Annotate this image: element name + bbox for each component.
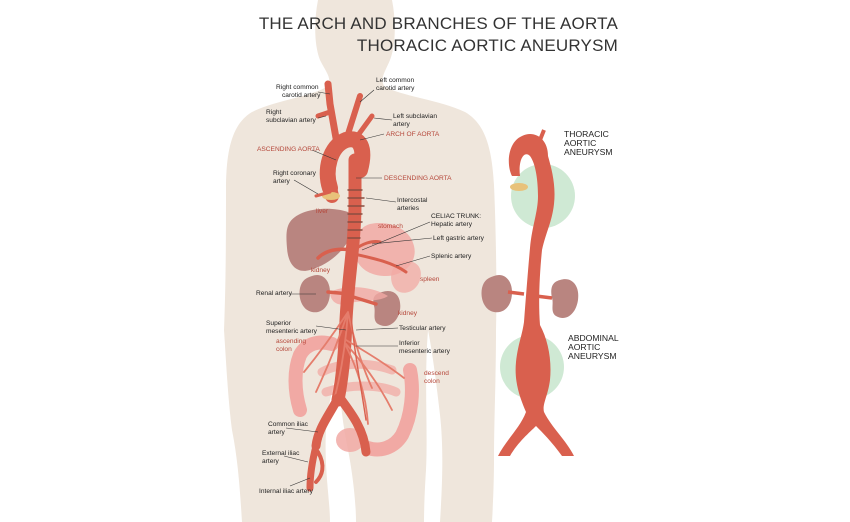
descending-colon	[361, 363, 419, 457]
label-common-iliac-2: artery	[268, 429, 286, 436]
label-descend-colon-1: descend	[424, 370, 449, 377]
title-line-1: THE ARCH AND BRANCHES OF THE AORTA	[258, 14, 618, 33]
kidney-right-of-aorta	[373, 290, 401, 327]
label-superior-mesenteric-2: mesenteric artery	[266, 328, 318, 335]
label-thoracic-aneurysm-2: AORTIC	[564, 138, 596, 148]
label-left-subclavian-2: artery	[393, 121, 411, 128]
label-right-subclavian-1: Right	[266, 109, 282, 116]
label-celiac-trunk-2: Hepatic artery	[431, 221, 473, 228]
label-superior-mesenteric-1: Superior	[266, 320, 292, 327]
label-renal: Renal artery	[256, 290, 293, 297]
label-thoracic-aneurysm-1: THORACIC	[564, 129, 609, 139]
label-kidney-left-side: kidney	[311, 267, 331, 274]
liver-shape	[286, 208, 355, 271]
kidney-fig2-right	[551, 279, 579, 319]
label-thoracic-aneurysm-3: ANEURYSM	[564, 147, 613, 157]
label-inferior-mesenteric-2: mesenteric artery	[399, 348, 451, 355]
label-right-coronary-1: Right coronary	[273, 170, 317, 177]
label-ascending-aorta: ASCENDING AORTA	[257, 146, 320, 153]
label-stomach: stomach	[378, 223, 403, 230]
label-abdominal-aneurysm-3: ANEURYSM	[568, 351, 617, 361]
label-testicular: Testicular artery	[399, 325, 446, 332]
label-spleen: spleen	[420, 276, 440, 283]
label-splenic: Splenic artery	[431, 253, 472, 260]
leader-lines	[283, 89, 433, 487]
aneurysm-aorta	[498, 134, 574, 456]
label-right-common-carotid-2: carotid artery	[282, 92, 321, 99]
label-common-iliac-1: Common iliac	[268, 421, 309, 428]
label-external-iliac-2: artery	[262, 458, 280, 465]
label-celiac-trunk-1: CELIAC TRUNK:	[431, 213, 481, 220]
label-intercostal-1: Intercostal	[397, 197, 428, 204]
label-abdominal-aneurysm-2: AORTIC	[568, 342, 600, 352]
labels: Right common carotid artery Left common …	[256, 77, 619, 495]
label-arch-of-aorta: ARCH OF AORTA	[386, 131, 440, 138]
kidney-left-of-aorta	[299, 274, 330, 313]
label-descending-aorta: DESCENDING AORTA	[384, 175, 452, 182]
label-liver: liver	[316, 208, 329, 215]
ascending-colon	[288, 335, 339, 417]
common-iliac-right	[335, 393, 371, 457]
label-intercostal-2: arteries	[397, 205, 420, 212]
aorta-tree	[303, 80, 408, 492]
label-ascending-colon-2: colon	[276, 346, 292, 353]
label-right-subclavian-2: subclavian artery	[266, 117, 317, 124]
label-right-common-carotid-1: Right common	[276, 84, 319, 91]
aortic-arch	[319, 131, 371, 196]
label-internal-iliac: Internal iliac artery	[259, 488, 314, 495]
label-left-common-carotid-2: carotid artery	[376, 85, 415, 92]
label-left-gastric: Left gastric artery	[433, 235, 485, 242]
aneurysm-figure	[481, 129, 579, 456]
title-line-2: THORACIC AORTIC ANEURYSM	[356, 36, 618, 55]
label-external-iliac-1: External iliac	[262, 450, 300, 457]
label-inferior-mesenteric-1: Inferior	[399, 340, 420, 347]
common-iliac-left	[311, 393, 343, 451]
label-right-coronary-2: artery	[273, 178, 291, 185]
label-kidney-right-side: kidney	[398, 310, 418, 317]
label-ascending-colon-1: ascending	[276, 338, 306, 345]
label-left-subclavian-1: Left subclavian	[393, 113, 437, 120]
label-descend-colon-2: colon	[424, 378, 440, 385]
label-abdominal-aneurysm-1: ABDOMINAL	[568, 333, 619, 343]
kidney-fig2-left	[481, 274, 512, 313]
label-left-common-carotid-1: Left common	[376, 77, 414, 84]
organs	[286, 208, 421, 457]
